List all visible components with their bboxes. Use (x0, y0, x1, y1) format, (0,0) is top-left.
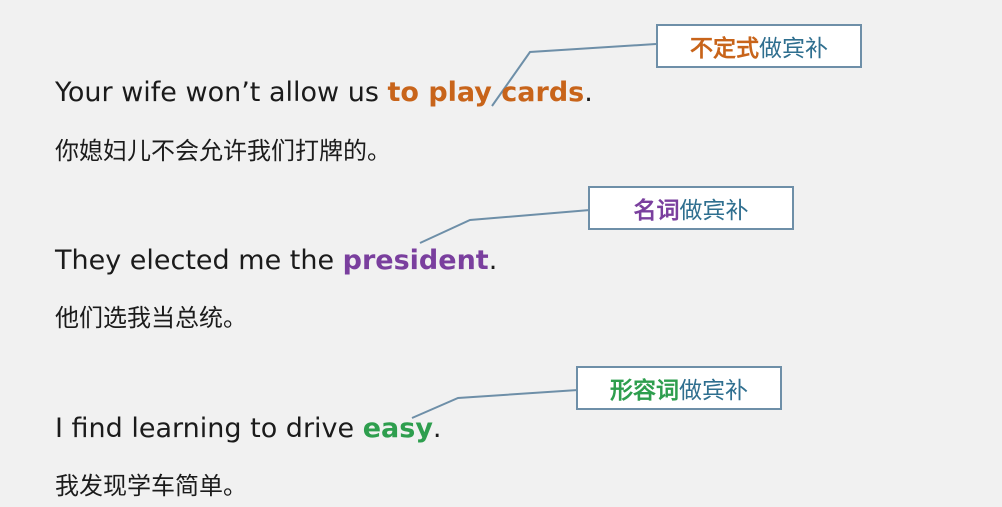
highlight-infinitive: to play cards (387, 77, 585, 108)
sentence-text: They elected me the (55, 245, 343, 276)
chinese-translation-3: 我发现学车简单。 (55, 472, 247, 500)
callout-category: 名词 (633, 198, 680, 224)
sentence-period: . (584, 77, 593, 108)
callout-role: 做宾补 (679, 198, 749, 224)
chinese-translation-2: 他们选我当总统。 (55, 304, 247, 332)
sentence-text: Your wife won’t allow us (55, 77, 388, 108)
callout-category: 形容词 (610, 378, 679, 404)
callout-adjective: 形容词做宾补 (576, 366, 782, 410)
callout-category: 不定式 (690, 36, 759, 62)
chinese-translation-1: 你媳妇儿不会允许我们打牌的。 (55, 137, 391, 165)
sentence-period: . (488, 245, 498, 276)
highlight-adjective: easy (362, 413, 433, 444)
callout-infinitive: 不定式做宾补 (656, 24, 862, 68)
callout-role: 做宾补 (759, 36, 828, 62)
english-sentence-1: Your wife won’t allow us to play cards. (55, 76, 593, 110)
callout-role: 做宾补 (679, 378, 748, 404)
callout-noun: 名词做宾补 (588, 186, 794, 230)
leader-line-noun (419, 209, 591, 244)
english-sentence-2: They elected me the president. (55, 244, 497, 278)
sentence-period: . (432, 413, 442, 444)
sentence-text: I find learning to drive (55, 413, 363, 444)
english-sentence-3: I find learning to drive easy. (55, 412, 442, 446)
highlight-noun: president (342, 245, 489, 276)
